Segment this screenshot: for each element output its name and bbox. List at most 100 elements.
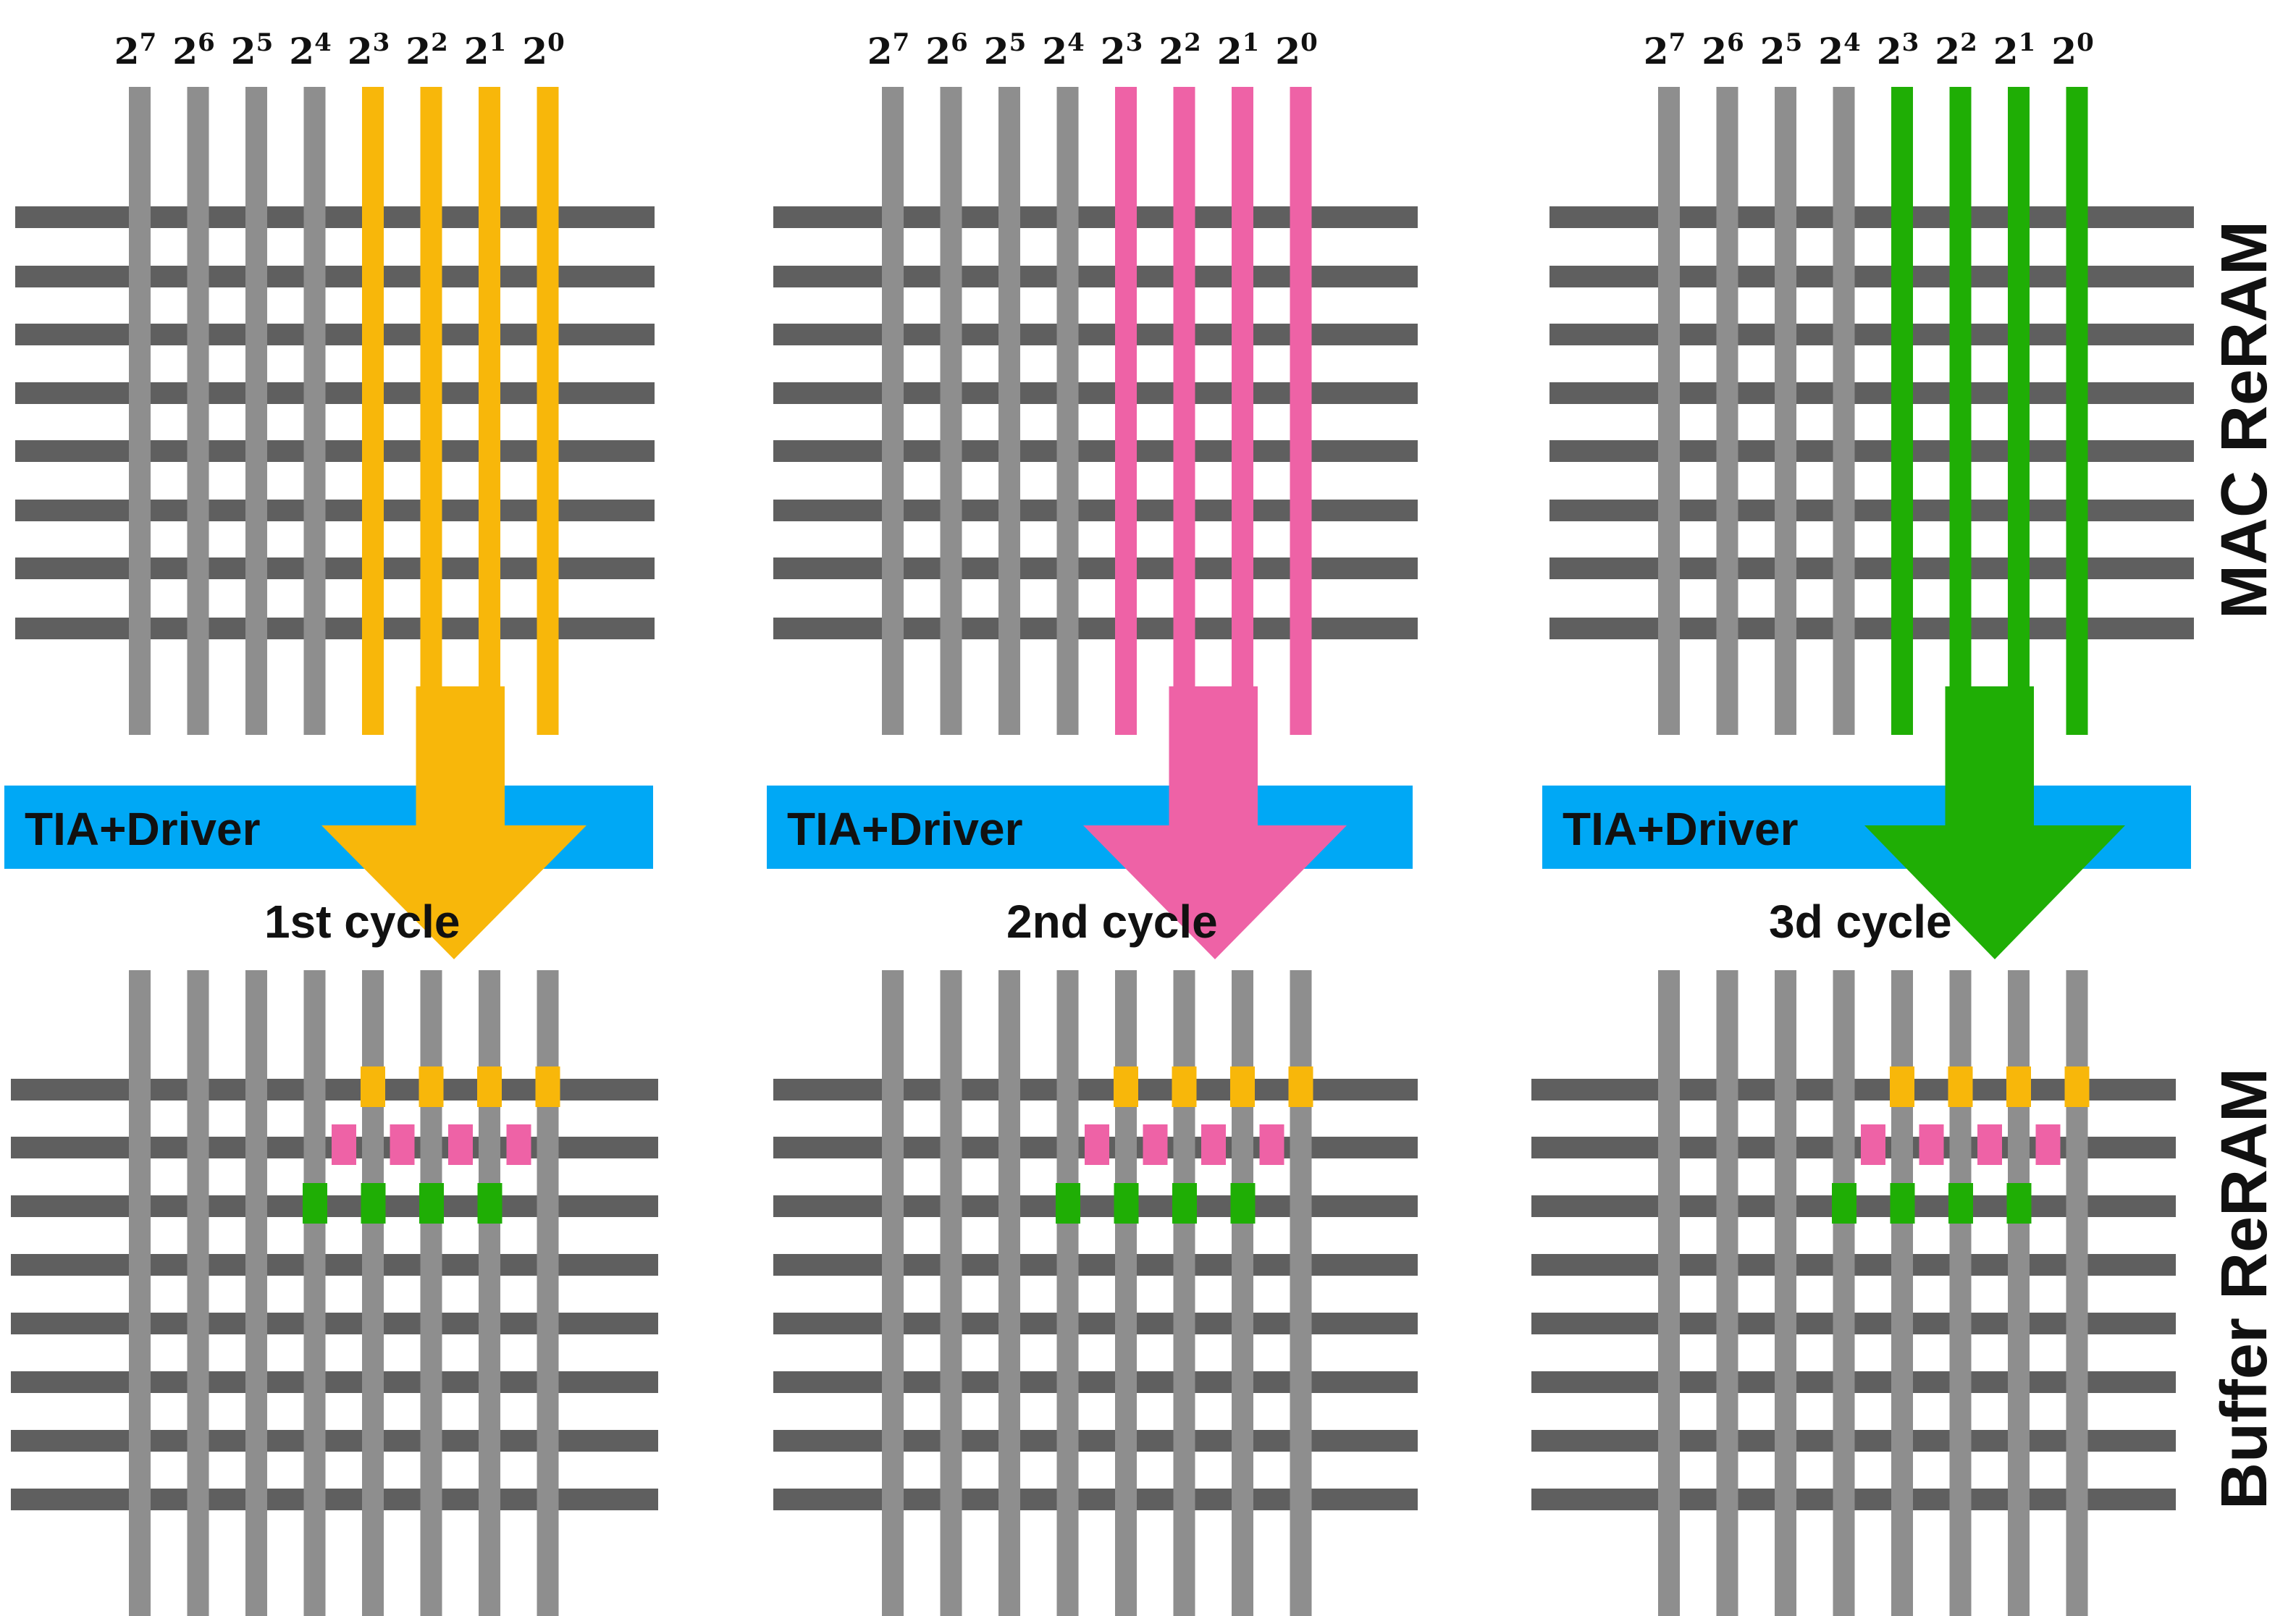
word-line <box>773 1430 1418 1452</box>
tia-driver-label: TIA+Driver <box>25 803 260 855</box>
bit-line <box>1833 87 1855 735</box>
word-line <box>15 557 655 579</box>
stored-bit-cell <box>1861 1124 1885 1165</box>
word-line <box>15 324 655 345</box>
word-line <box>773 1489 1418 1510</box>
bit-line <box>303 87 326 735</box>
bit-line <box>1716 87 1738 735</box>
word-line <box>1549 382 2194 404</box>
stored-bit-cell <box>1977 1124 2002 1165</box>
bit-weight-label: 24 <box>1042 28 1084 72</box>
word-line <box>773 324 1418 345</box>
word-line <box>15 440 655 462</box>
word-line <box>773 266 1418 287</box>
stored-bit-cell <box>1948 1183 1973 1224</box>
active-bit-line <box>1290 87 1312 735</box>
bit-line <box>303 970 326 1616</box>
word-line <box>11 1430 658 1452</box>
word-line <box>15 618 655 639</box>
bit-weight-label: 22 <box>405 28 447 72</box>
data-flow-arrow <box>1083 686 1347 959</box>
word-line <box>11 1371 658 1393</box>
bit-line <box>882 87 904 735</box>
word-line <box>773 1313 1418 1334</box>
bit-weight-label: 21 <box>1217 28 1259 72</box>
bit-weight-label: 25 <box>984 28 1026 72</box>
bit-weight-label: 26 <box>172 28 214 72</box>
word-line <box>1549 206 2194 228</box>
word-line <box>1549 440 2194 462</box>
stored-bit-cell <box>1890 1066 1914 1107</box>
word-line <box>773 1254 1418 1276</box>
stored-bit-cell <box>1890 1183 1915 1224</box>
word-line <box>773 1371 1418 1393</box>
stored-bit-cell <box>2006 1183 2032 1224</box>
tia-driver-label: TIA+Driver <box>1563 803 1798 855</box>
bit-weight-label: 26 <box>925 28 967 72</box>
bit-line <box>998 970 1020 1616</box>
word-line <box>15 500 655 521</box>
bit-weight-label: 21 <box>1993 28 2035 72</box>
bit-weight-label: 27 <box>114 28 156 72</box>
stored-bit-cell <box>2035 1124 2061 1165</box>
word-line <box>773 618 1418 639</box>
bit-line <box>1056 970 1079 1616</box>
stored-bit-cell <box>477 1066 502 1107</box>
word-line <box>773 500 1418 521</box>
tia-driver-label: TIA+Driver <box>787 803 1022 855</box>
active-bit-line <box>1115 87 1137 735</box>
bit-weight-label: 27 <box>1644 28 1686 72</box>
stored-bit-cell <box>477 1183 502 1224</box>
bit-line <box>1775 970 1796 1616</box>
bit-line <box>1658 87 1680 735</box>
stored-bit-cell <box>1230 1066 1255 1107</box>
word-line <box>773 382 1418 404</box>
bit-weight-label: 20 <box>522 28 564 72</box>
bit-weight-label: 22 <box>1935 28 1977 72</box>
buffer-reram-label: Buffer ReRAM <box>2208 1068 2281 1510</box>
bit-weight-label: 23 <box>1101 28 1143 72</box>
stored-bit-cell <box>2006 1066 2031 1107</box>
stored-bit-cell <box>535 1066 560 1107</box>
stored-bit-cell <box>419 1066 444 1107</box>
bit-line <box>129 970 151 1616</box>
bit-line <box>998 87 1020 735</box>
bit-line <box>1775 87 1796 735</box>
bit-weight-label: 20 <box>2051 28 2093 72</box>
active-bit-line <box>1173 87 1195 735</box>
stored-bit-cell <box>506 1124 531 1165</box>
bit-weight-label: 24 <box>1818 28 1860 72</box>
word-line <box>15 206 655 228</box>
stored-bit-cell <box>419 1183 444 1224</box>
bit-line <box>129 87 151 735</box>
bit-line <box>245 87 267 735</box>
word-line <box>773 206 1418 228</box>
data-flow-arrow <box>321 686 586 959</box>
word-line <box>1549 557 2194 579</box>
stored-bit-cell <box>1143 1124 1168 1165</box>
stored-bit-cell <box>390 1124 415 1165</box>
active-bit-line <box>1949 87 1972 735</box>
word-line <box>11 1254 658 1276</box>
buffer-crossbar <box>11 970 658 1616</box>
word-line <box>15 266 655 287</box>
mac-reram-label: MAC ReRAM <box>2208 221 2281 619</box>
bit-weight-label: 21 <box>464 28 506 72</box>
word-line <box>1549 324 2194 345</box>
bit-weight-label: 23 <box>348 28 390 72</box>
cycle-label: 3d cycle <box>1769 896 1952 948</box>
mac-crossbar <box>1549 87 2194 735</box>
bit-line <box>1658 970 1680 1616</box>
word-line <box>773 440 1418 462</box>
stored-bit-cell <box>1919 1124 1944 1165</box>
active-bit-line <box>420 87 442 735</box>
active-bit-line <box>2008 87 2030 735</box>
stored-bit-cell <box>1201 1124 1226 1165</box>
word-line <box>15 382 655 404</box>
